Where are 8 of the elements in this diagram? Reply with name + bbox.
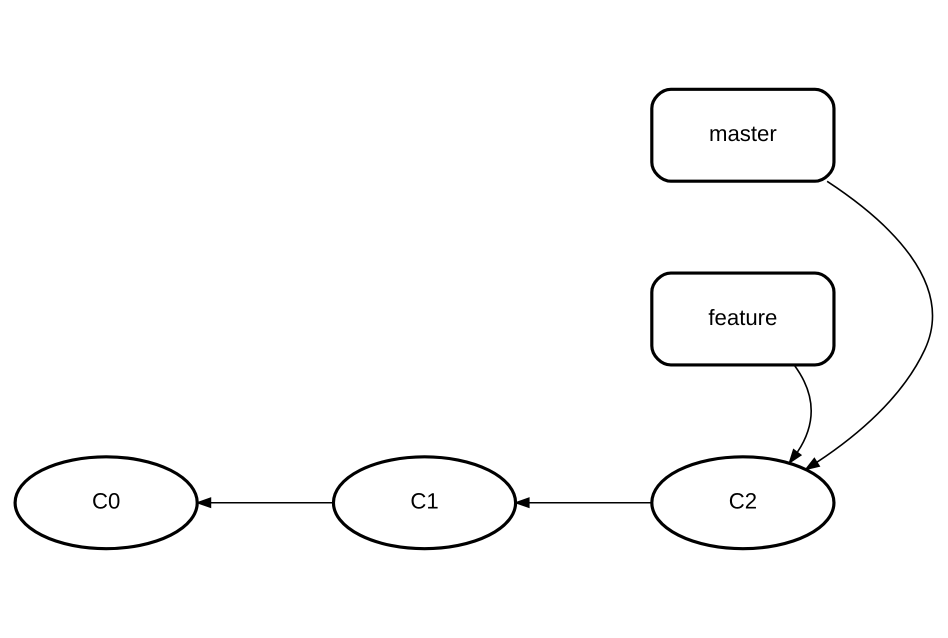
node-ellipse: C0 xyxy=(14,455,199,550)
node-ellipse: C1 xyxy=(332,455,518,550)
node-box: master xyxy=(650,88,836,183)
arrow xyxy=(788,364,812,464)
arrow xyxy=(195,497,334,508)
arrow xyxy=(804,180,934,470)
arrow xyxy=(514,497,652,508)
node-box: feature xyxy=(650,271,836,367)
